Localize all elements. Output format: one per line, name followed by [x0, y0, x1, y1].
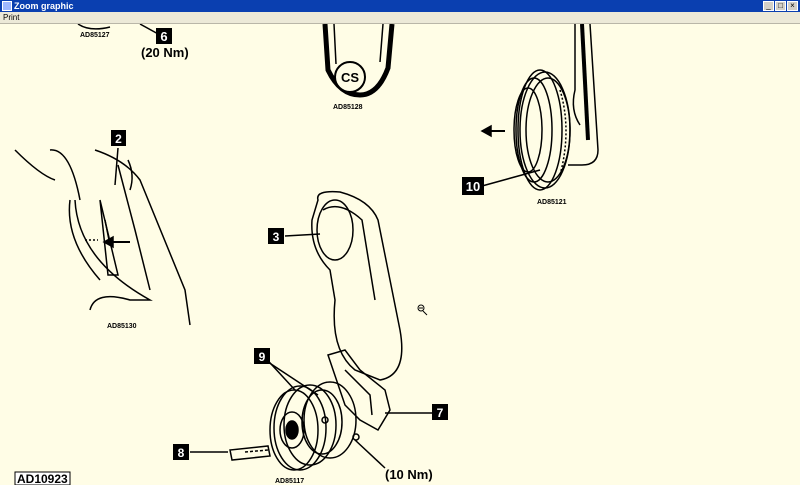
zoom-cursor-icon: [417, 304, 428, 316]
cs-circle: [334, 61, 366, 93]
technical-drawing: 6 (20 Nm) AD85127 CS AD85128: [14, 24, 599, 485]
ref-ad85130: AD85130: [107, 323, 137, 330]
ref-ad85128: AD85128: [333, 104, 363, 111]
callout-3-box: [268, 228, 284, 244]
callout-9-box: [254, 348, 270, 364]
minimize-button[interactable]: _: [763, 1, 774, 11]
app-icon: [2, 1, 12, 11]
callout-8: 8: [178, 446, 185, 460]
ref-ad85127: AD85127: [80, 32, 110, 39]
top-left-fragment: 6 (20 Nm) AD85127: [77, 24, 189, 60]
window-controls: _ □ ×: [763, 1, 798, 11]
callout-10: 10: [466, 179, 480, 194]
callout-3: 3: [273, 230, 280, 244]
callout-10-box: [462, 177, 484, 195]
menu-bar: Print: [0, 12, 800, 24]
close-button[interactable]: ×: [787, 1, 798, 11]
maximize-button[interactable]: □: [775, 1, 786, 11]
torque-20nm: (20 Nm): [141, 45, 189, 60]
ref-ad85117: AD85117: [275, 478, 304, 485]
figure-id-box: [14, 471, 71, 485]
window-titlebar: Zoom graphic _ □ ×: [0, 0, 800, 12]
callout-2: 2: [115, 132, 122, 146]
callout-7: 7: [437, 406, 444, 420]
callout-7-box: [432, 404, 448, 420]
callout-cs: CS: [341, 70, 359, 85]
callout-6: 6: [160, 29, 167, 44]
left-engine-fragment: 2 AD85130: [14, 130, 191, 330]
callout-8-box: [173, 444, 189, 460]
zoomed-graphic[interactable]: 6 (20 Nm) AD85127 CS AD85128: [0, 24, 800, 485]
callout-2-box: [111, 130, 126, 146]
menu-item-print[interactable]: Print: [3, 13, 20, 22]
right-pulley-assembly: 10 AD85121: [462, 24, 599, 206]
ref-ad10923: AD10923: [17, 472, 68, 485]
timing-cover: 3 7: [268, 190, 448, 432]
ref-ad85121: AD85121: [537, 199, 567, 206]
callout-6-box: [156, 28, 172, 44]
crank-pulley: 9 8 (10 Nm) AD85117: [173, 348, 433, 485]
torque-10nm: (10 Nm): [385, 467, 433, 482]
callout-9: 9: [259, 350, 266, 364]
top-belt: CS AD85128: [322, 24, 395, 111]
window-title: Zoom graphic: [14, 1, 74, 11]
